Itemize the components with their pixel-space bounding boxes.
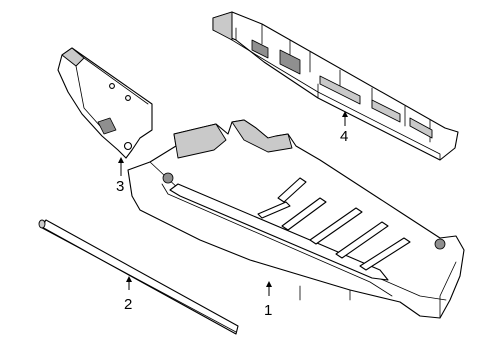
callout-1-label: 1 — [264, 302, 272, 319]
callout-3-label: 3 — [116, 178, 124, 195]
trim-strip-part — [38, 219, 239, 335]
lower-splash-shield-part — [127, 119, 465, 319]
callout-2-label: 2 — [124, 296, 132, 313]
side-air-deflector-part — [57, 47, 153, 159]
upper-deflector-bracket-part — [212, 11, 459, 161]
undertray-ribs — [257, 177, 411, 271]
callout-4-label: 4 — [340, 128, 348, 145]
